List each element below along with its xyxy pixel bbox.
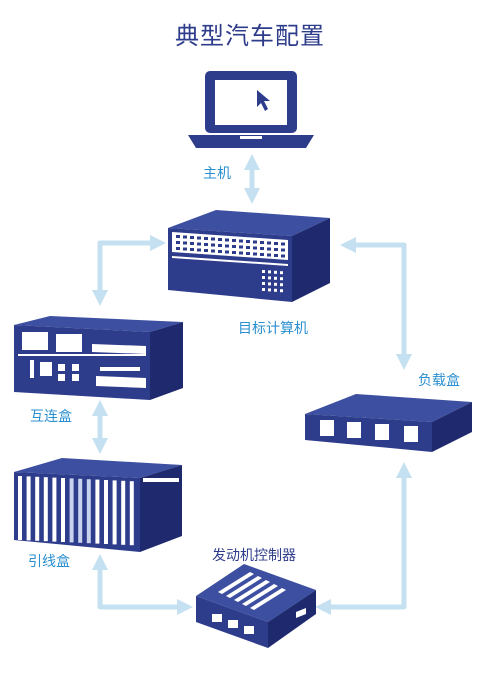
arrow-ecu-load: [314, 461, 413, 616]
breakout-box-label: 引线盒: [28, 554, 70, 570]
arrow-target-interconnect: [91, 234, 167, 307]
interconnect-box-label: 互连盒: [30, 409, 72, 425]
target-computer-label: 目标计算机: [238, 321, 308, 337]
engine-controller-icon: [196, 564, 316, 648]
load-box-label: 负载盒: [418, 373, 460, 389]
breakout-box-icon: [14, 458, 182, 552]
target-computer-icon: [168, 210, 330, 302]
load-box-icon: [305, 394, 472, 452]
connection-arrows: [91, 153, 413, 616]
host-label: 主机: [203, 166, 231, 182]
arrow-target-load: [339, 236, 413, 371]
interconnect-box-icon: [14, 316, 183, 400]
laptop-icon: [188, 71, 314, 148]
page-title: 典型汽车配置: [175, 22, 325, 50]
engine-controller-label: 发动机控制器: [212, 548, 296, 564]
arrow-breakout-ecu: [91, 553, 194, 616]
